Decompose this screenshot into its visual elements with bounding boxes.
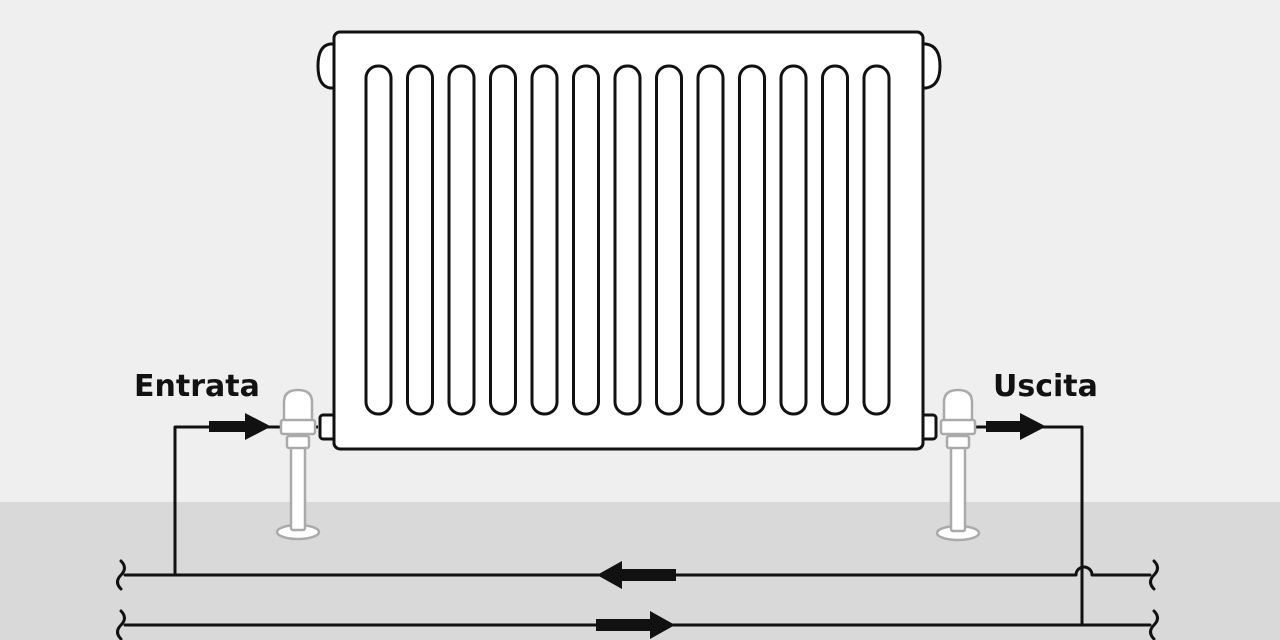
supply-arrow xyxy=(597,561,676,589)
radiator-right-cap xyxy=(922,42,942,90)
radiator-left-cap xyxy=(316,42,334,90)
radiator-column xyxy=(530,64,559,416)
radiator-column xyxy=(364,64,393,416)
radiator-column xyxy=(696,64,725,416)
radiator-column xyxy=(406,64,434,416)
radiator-columns xyxy=(364,64,891,416)
radiator-column xyxy=(572,64,600,416)
radiator-column xyxy=(821,64,849,416)
radiator-column xyxy=(862,64,891,416)
radiator-column xyxy=(447,64,476,416)
radiator-column xyxy=(613,64,642,416)
break-mark-icon xyxy=(116,559,1159,640)
supply-main-pipe xyxy=(123,565,1152,577)
outlet-valve xyxy=(935,388,981,542)
outlet-label: Uscita xyxy=(993,369,1098,404)
inlet-riser xyxy=(173,425,318,575)
radiator-column xyxy=(489,64,517,416)
radiator-column xyxy=(738,64,766,416)
radiator-column xyxy=(655,64,683,416)
outlet-arrow xyxy=(986,413,1046,440)
inlet-arrow xyxy=(209,413,271,440)
inlet-label: Entrata xyxy=(134,369,260,404)
return-arrow xyxy=(596,611,675,639)
inlet-valve xyxy=(275,388,321,541)
radiator-column xyxy=(779,64,808,416)
radiator xyxy=(316,30,942,451)
